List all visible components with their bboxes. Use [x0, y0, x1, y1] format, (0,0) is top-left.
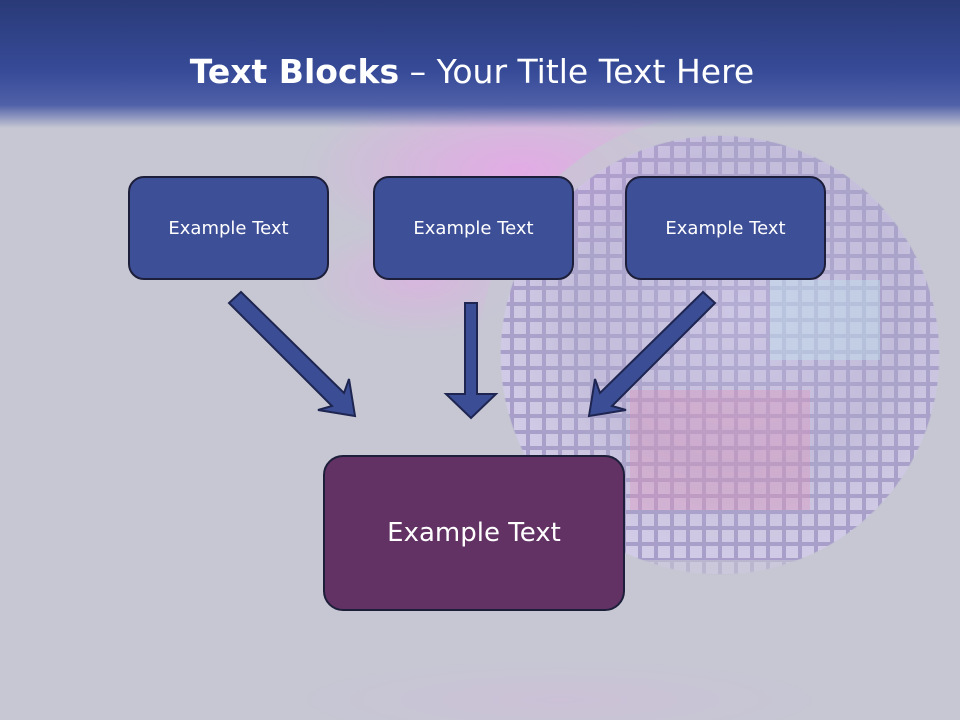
text-block-1-label: Example Text: [168, 217, 289, 239]
title-bold: Text Blocks: [189, 52, 400, 91]
title-rest: Your Title Text Here: [436, 52, 755, 91]
text-block-2[interactable]: Example Text: [373, 176, 574, 280]
arrow-center-down: [443, 302, 499, 420]
title-dash: –: [399, 52, 437, 91]
arrow-right-diagonal: [587, 290, 717, 418]
result-block[interactable]: Example Text: [323, 455, 625, 611]
arrow-left-diagonal: [227, 290, 357, 418]
title-band: [0, 0, 960, 128]
result-block-label: Example Text: [387, 518, 561, 548]
slide-title: Text Blocks – Your Title Text Here: [0, 52, 944, 91]
text-block-2-label: Example Text: [413, 217, 534, 239]
text-block-3[interactable]: Example Text: [625, 176, 826, 280]
text-block-3-label: Example Text: [665, 217, 786, 239]
text-block-1[interactable]: Example Text: [128, 176, 329, 280]
